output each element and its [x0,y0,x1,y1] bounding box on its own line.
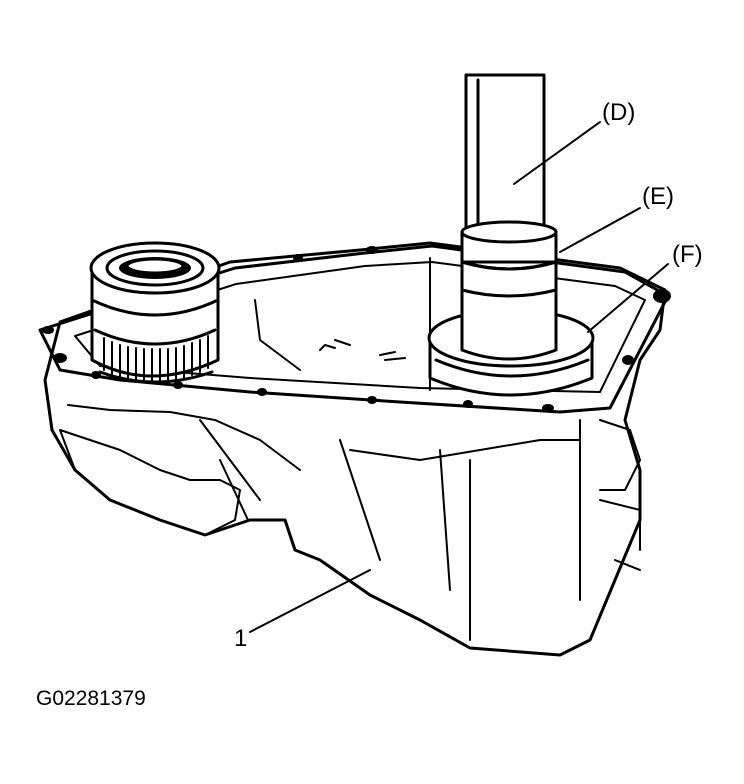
housing-contour-left [67,404,301,521]
leader-lines [249,121,669,633]
installer-tool-d [460,73,558,361]
label-d: (D) [602,99,635,126]
flange-inner-edge [74,261,646,393]
left-bearing [89,241,221,384]
label-e: (E) [642,183,674,210]
flange-rim [38,244,670,414]
bearing-rollers [103,335,209,382]
housing-contour-right [579,419,641,601]
cavity-wall [254,257,431,391]
housing-lower-pocket [59,429,241,536]
flange-bolt-holes [42,246,671,412]
housing-contour-mid [339,439,581,641]
label-f: (F) [672,241,703,268]
label-part-1: 1 [234,625,247,652]
figure-code: G02281379 [36,687,146,710]
